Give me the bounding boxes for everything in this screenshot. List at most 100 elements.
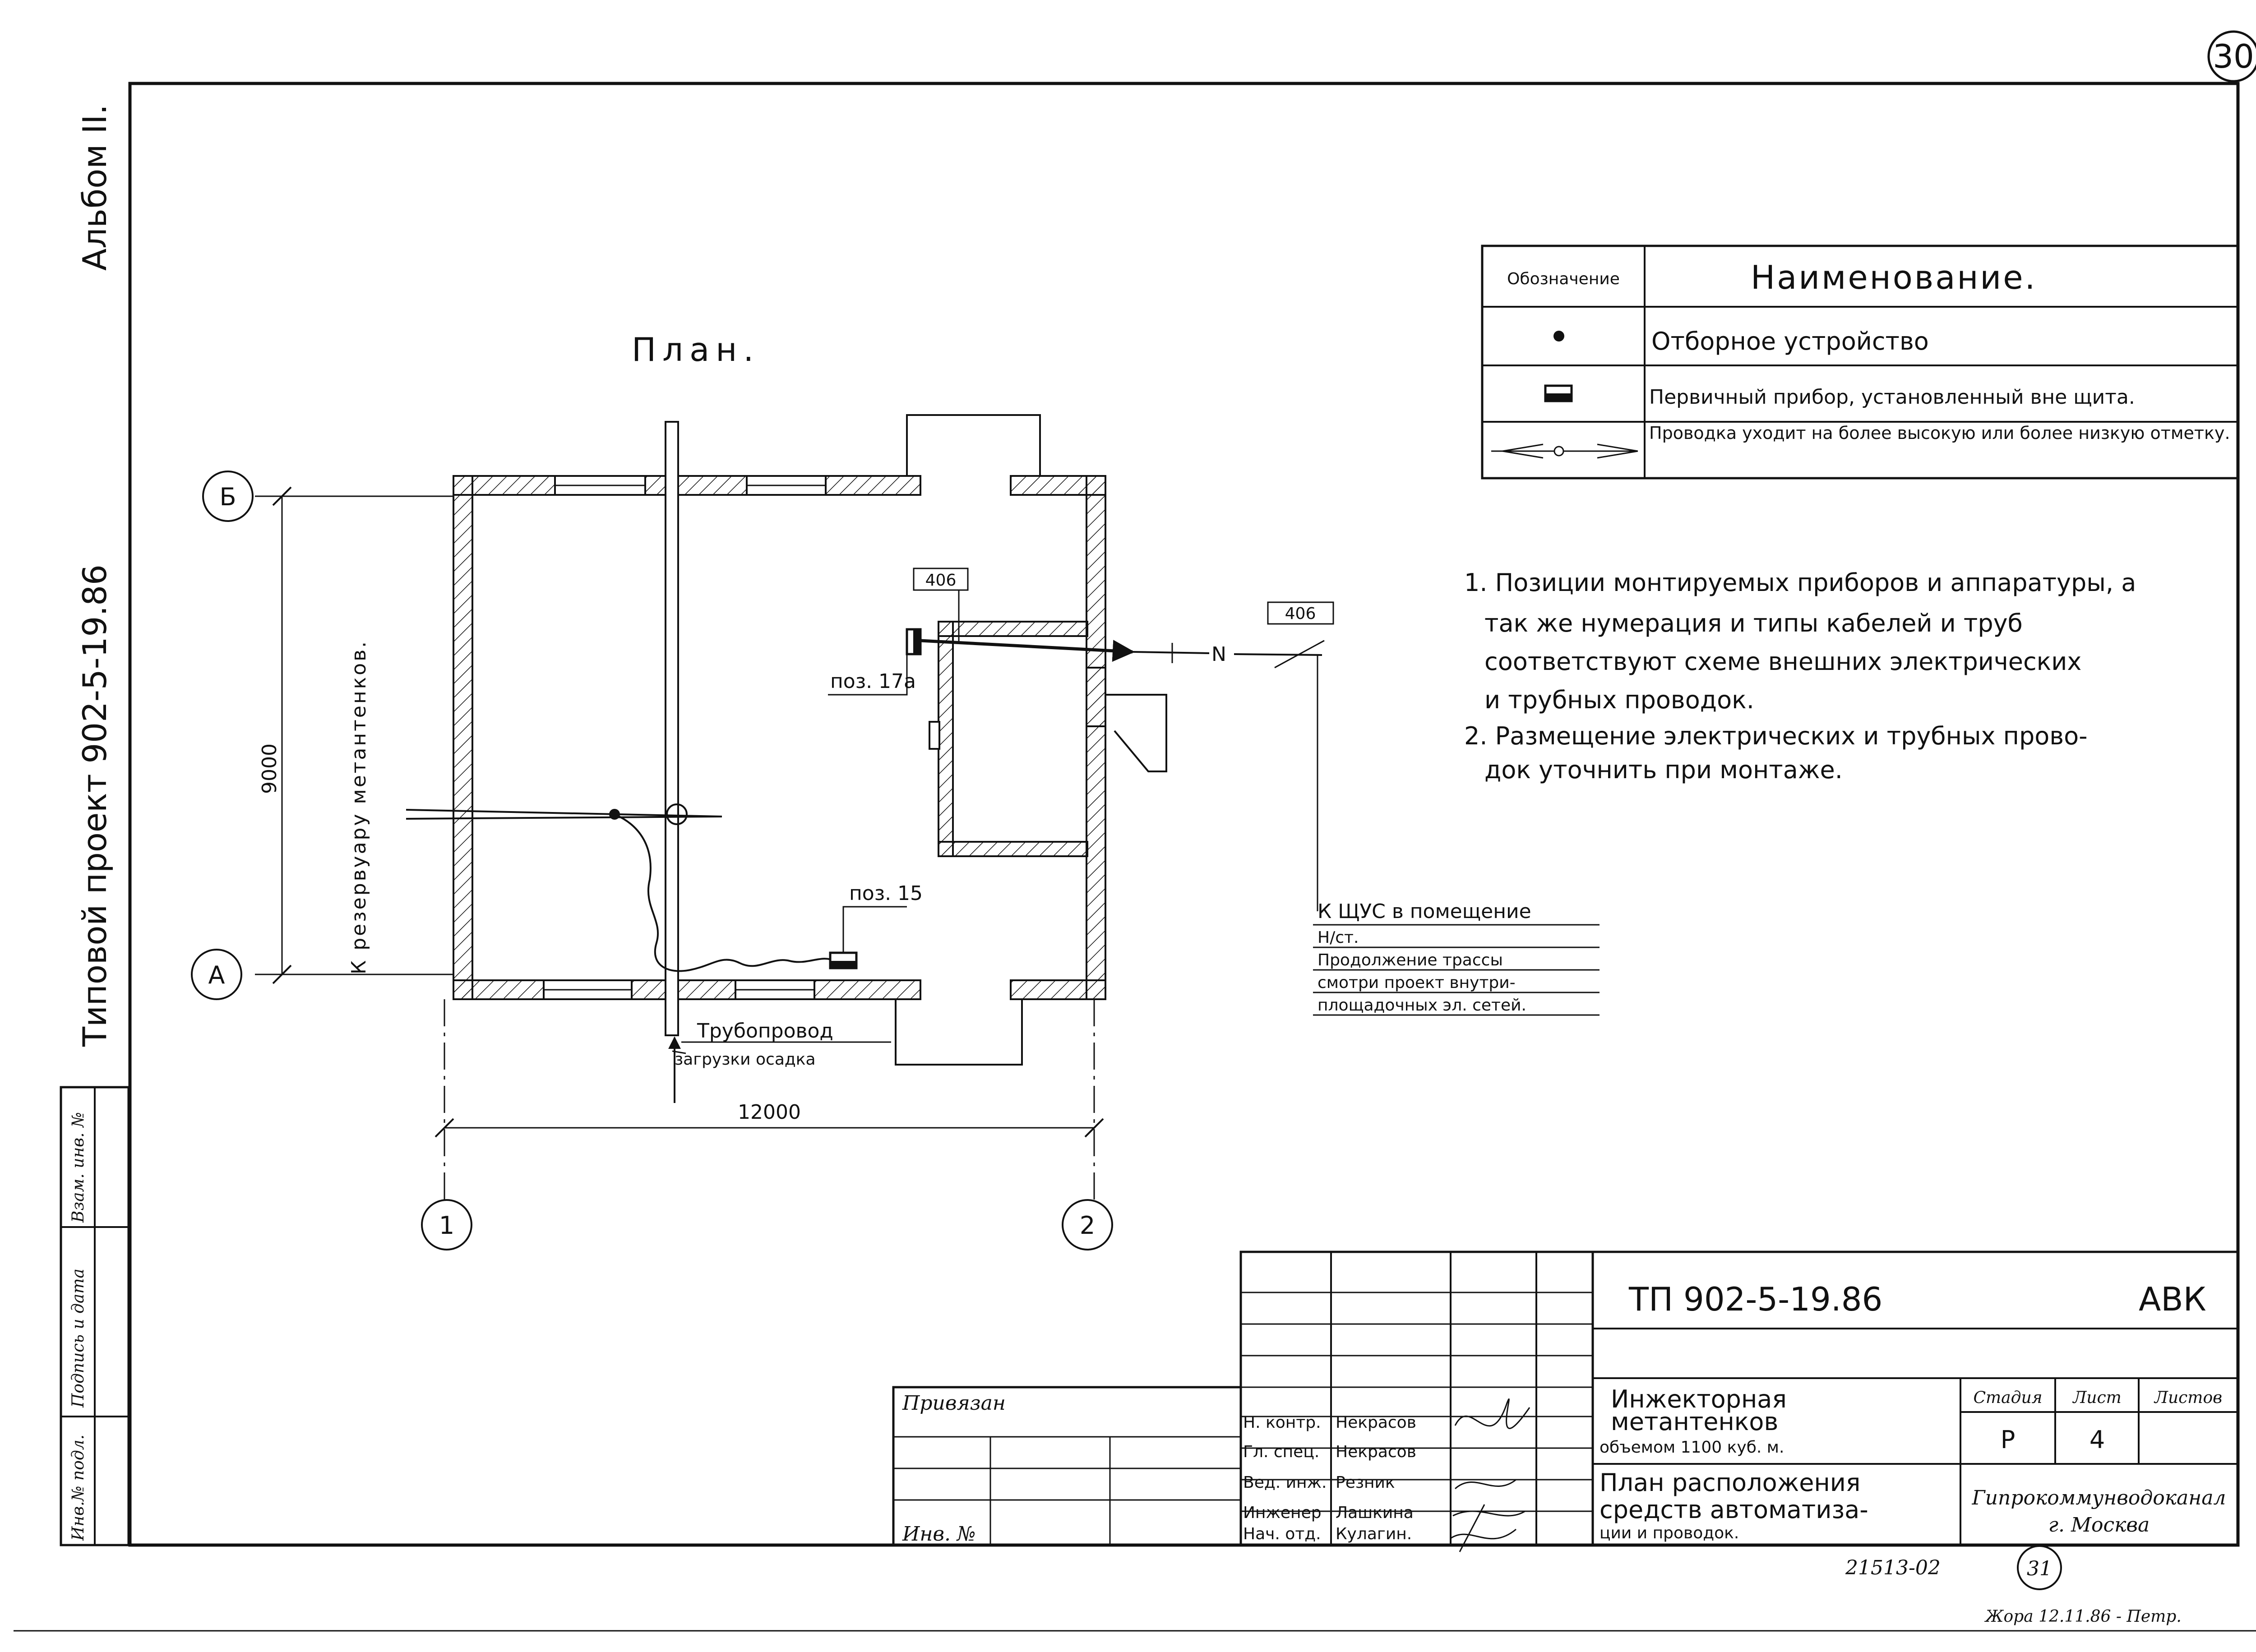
name-5: Кулагин. [1336,1525,1412,1543]
tag-406b: 406 [1285,605,1316,623]
cable-to-shchus [920,639,1135,662]
pos-15-label: поз. 15 [849,882,923,905]
vestibule-top [906,414,1041,476]
wiring-arrow-icon [1491,443,1638,459]
pos-17a-label: поз. 17а [830,670,916,693]
axis-1-label: 1 [439,1211,454,1240]
wall-bottom-left [453,979,921,1000]
dot-icon [1553,331,1564,341]
sheet-title-1: План расположения [1600,1468,1860,1497]
side-stamp-inv-podl: Инв.№ подл. [69,1435,88,1541]
list-header: Лист [2072,1389,2122,1407]
title-code: ТП 902-5-19.86 [1628,1280,1882,1318]
role-2: Гл. спец. [1243,1443,1319,1461]
axis-2-bubble [1062,1199,1113,1251]
role-5: Нач. отд. [1243,1525,1321,1543]
list-value: 4 [2090,1426,2105,1454]
bottom-circle [2017,1545,2062,1590]
lists-header: Листов [2154,1389,2222,1407]
sheet-number-circle [2207,30,2256,83]
shchus-note: К ЩУС в помещение Н/ст. Продолжение трас… [1313,900,1600,1016]
door-swing [1105,694,1167,772]
vertical-pipeline [665,421,679,1036]
sheet-title-2: средств автоматиза- [1600,1495,1868,1524]
tag-406a: 406 [925,571,957,590]
plan-title: План. [632,331,760,369]
letter-n: N [1211,643,1226,666]
dim-vertical: 9000 [258,743,281,794]
reservoir-pipe [406,809,722,817]
pipe-label-2: загрузки осадка [675,1050,816,1069]
legend-row-1: Отборное устройство [1651,327,1929,355]
title-section: АВК [2139,1280,2206,1318]
name-3: Резник [1336,1473,1395,1492]
inner-step [929,721,940,750]
inner-partition [1086,667,1106,727]
legend-row-2: Первичный прибор, установленный вне щита… [1649,386,2135,409]
axis-b-label: Б [219,483,236,511]
shchus-line-5: площадочных эл. сетей. [1318,996,1526,1015]
wall-top-left [453,475,921,496]
bottom-circle-number: 31 [2027,1557,2052,1580]
sheet-title-3: ции и проводок. [1600,1524,1739,1542]
legend-table: Обозначение Наименование. Отборное устро… [1481,245,2239,480]
side-stamp-podpis: Подпись и дата [69,1269,88,1408]
note-line-6: док уточнить при монтаже. [1484,756,1843,784]
primary-instrument-icon [1544,384,1573,402]
dim-horizontal: 12000 [738,1101,801,1124]
note-line-5: 2. Размещение электрических и трубных пр… [1464,722,2088,750]
role-3: Вед. инж. [1243,1473,1327,1492]
signature-scribble [1450,1398,1530,1552]
note-line-4: и трубных проводок. [1484,686,1754,714]
project-code-vertical: Типовой проект 902-5-19.86 [76,564,114,1047]
object-line-1: Инжекторная [1611,1385,1787,1413]
notes-block: 1. Позиции монтируемых приборов и аппара… [1464,568,2136,784]
side-stamp-vzam: Взам. инв. № [69,1112,88,1223]
bottom-signature: Жора 12.11.86 - Петр. [1984,1607,2182,1626]
note-line-2: так же нумерация и типы кабелей и труб [1484,609,2023,637]
vestibule-bottom [895,999,1023,1066]
side-stamp: Инв.№ подл. Подпись и дата Взам. инв. № [60,1086,130,1546]
floor-plan: План. [191,331,1600,1251]
name-1: Некрасов [1336,1413,1416,1432]
legend-header-code: Обозначение [1507,270,1620,288]
role-4: Инженер [1243,1504,1322,1522]
note-line-3: соответствуют схеме внешних электрически… [1484,647,2081,676]
axis-2-label: 2 [1080,1211,1095,1240]
impulse-line [614,813,840,972]
inner-room-bottom [938,841,1088,857]
stage-header: Стадия [1974,1389,2043,1407]
axis-a-label: А [208,961,225,989]
privyazan-label: Привязан [902,1392,1006,1415]
org-line-2: г. Москва [2048,1514,2150,1537]
sheet-number: 30 [2213,37,2254,75]
shchus-line-2: Н/ст. [1318,928,1359,947]
org-line-1: Гипрокоммунводоканал [1972,1486,2226,1509]
pipe-label-1: Трубопровод [697,1020,833,1043]
pipe-crossing [666,803,688,825]
tag-406b-box [1267,601,1334,625]
legend-row-3: Проводка уходит на более высокую или бол… [1649,424,2230,443]
object-line-2: метантенков [1611,1407,1778,1436]
reservoir-label: К резервуару метантенков. [347,640,370,974]
axis-b-bubble [202,471,254,522]
inv-label: Инв. № [902,1523,976,1546]
role-1: Н. контр. [1243,1413,1321,1432]
inner-room-left [938,621,954,857]
bottom-note: 21513-02 [1845,1556,1941,1579]
wall-right [1086,475,1106,1000]
tag-406a-box [913,568,969,591]
axis-1-bubble [421,1199,472,1251]
name-4: Лашкина [1336,1504,1414,1522]
object-line-3: объемом 1100 куб. м. [1600,1438,1784,1457]
sheet-frame [128,82,2240,1547]
wall-bottom-right [1010,979,1106,1000]
shchus-line-1: К ЩУС в помещение [1318,900,1531,923]
axis-a-bubble [191,949,242,1000]
note-line-1: 1. Позиции монтируемых приборов и аппара… [1464,568,2136,597]
album-label: Альбом II. [76,104,114,271]
name-2: Некрасов [1336,1443,1416,1461]
stage-value: Р [2001,1426,2016,1454]
title-block: Привязан Инв. № Н. контр. Гл. спец. Вед.… [892,1251,2239,1552]
inner-room-top [938,621,1088,637]
